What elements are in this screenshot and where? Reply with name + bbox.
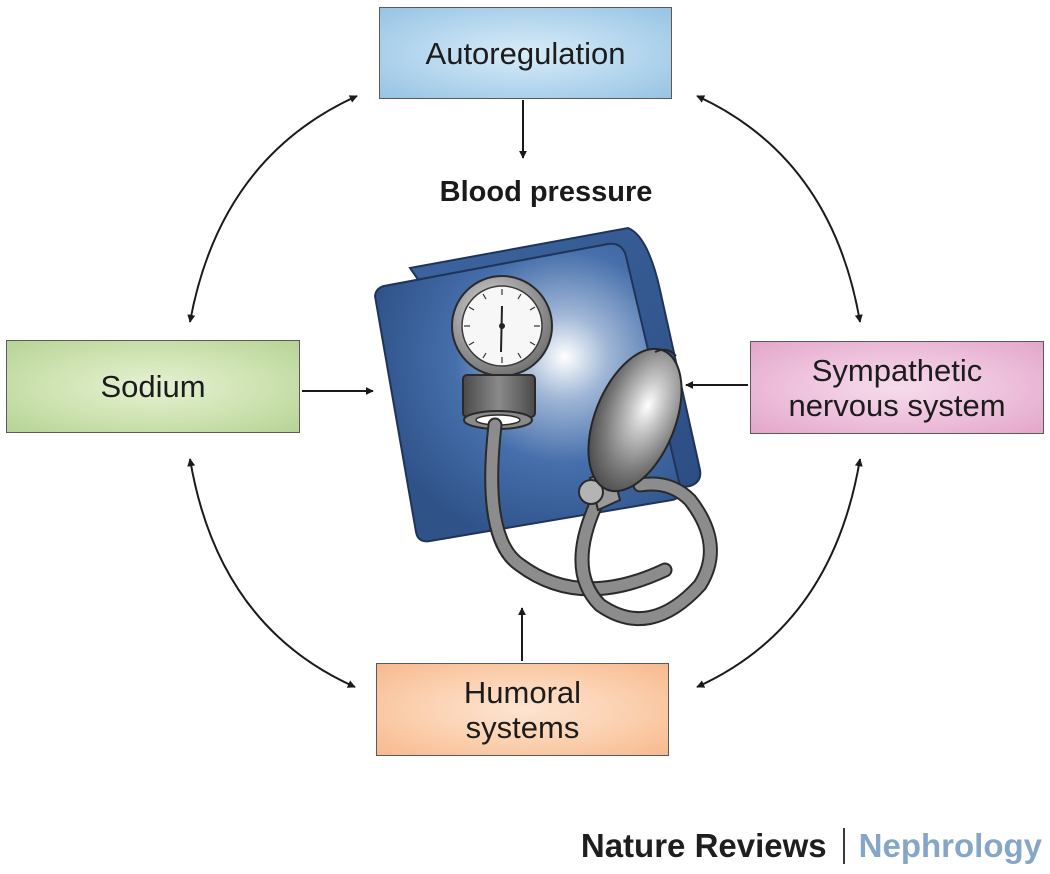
humoral-label-line2: systems [465, 709, 580, 745]
credit-divider [842, 828, 845, 864]
arrow-sodium-humoral [187, 458, 356, 688]
sphygmomanometer-icon [373, 226, 718, 627]
arrow-sympathetic-humoral [696, 458, 863, 688]
autoregulation-box: Autoregulation [379, 7, 672, 99]
journal-specialty: Nephrology [858, 827, 1042, 864]
humoral-systems-box: Humoral systems [376, 663, 669, 756]
sodium-label: Sodium [100, 369, 206, 404]
blood-pressure-label: Blood pressure [439, 176, 653, 208]
journal-credit: Nature Reviews Nephrology [581, 824, 1042, 868]
autoregulation-label: Autoregulation [425, 35, 626, 71]
humoral-label-line1: Humoral [463, 674, 582, 710]
arrow-autoregulation-sympathetic [696, 95, 863, 323]
arrow-autoregulation-sodium [187, 95, 358, 323]
sodium-box: Sodium [6, 340, 300, 433]
sympathetic-nervous-system-box: Sympathetic nervous system [750, 341, 1044, 434]
sympathetic-label-line2: nervous system [788, 387, 1006, 423]
sympathetic-label-line1: Sympathetic [811, 352, 983, 388]
journal-name: Nature Reviews [580, 827, 827, 864]
